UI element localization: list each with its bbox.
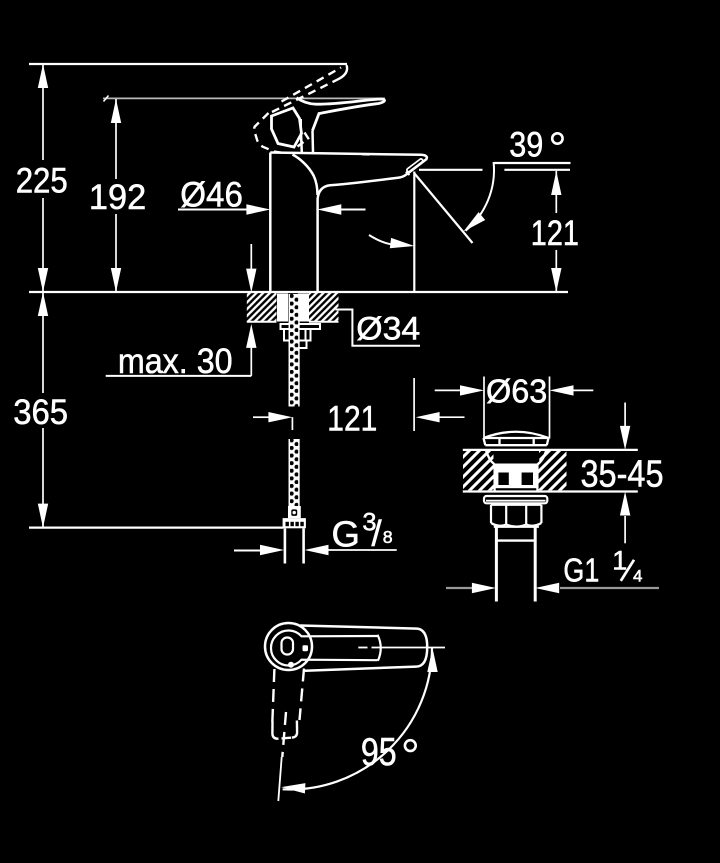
svg-text:3: 3 [362, 509, 376, 537]
svg-text:G: G [332, 514, 360, 555]
svg-text:Ø34: Ø34 [356, 311, 420, 347]
svg-text:8: 8 [383, 527, 393, 547]
svg-text:39: 39 [509, 125, 543, 165]
svg-text:Ø63: Ø63 [486, 372, 547, 409]
svg-text:121: 121 [531, 213, 579, 253]
svg-text:/: / [372, 513, 383, 554]
svg-text:G1: G1 [563, 552, 599, 589]
svg-text:max. 30: max. 30 [118, 341, 233, 381]
svg-text:35-45: 35-45 [581, 454, 664, 496]
svg-text:225: 225 [16, 160, 68, 200]
svg-text:121: 121 [327, 398, 377, 438]
svg-text:4: 4 [633, 567, 642, 586]
svg-text:1: 1 [612, 545, 627, 575]
svg-text:192: 192 [89, 177, 146, 217]
svg-text:95: 95 [361, 731, 397, 774]
svg-text:365: 365 [13, 392, 68, 432]
svg-text:Ø46: Ø46 [180, 174, 243, 214]
